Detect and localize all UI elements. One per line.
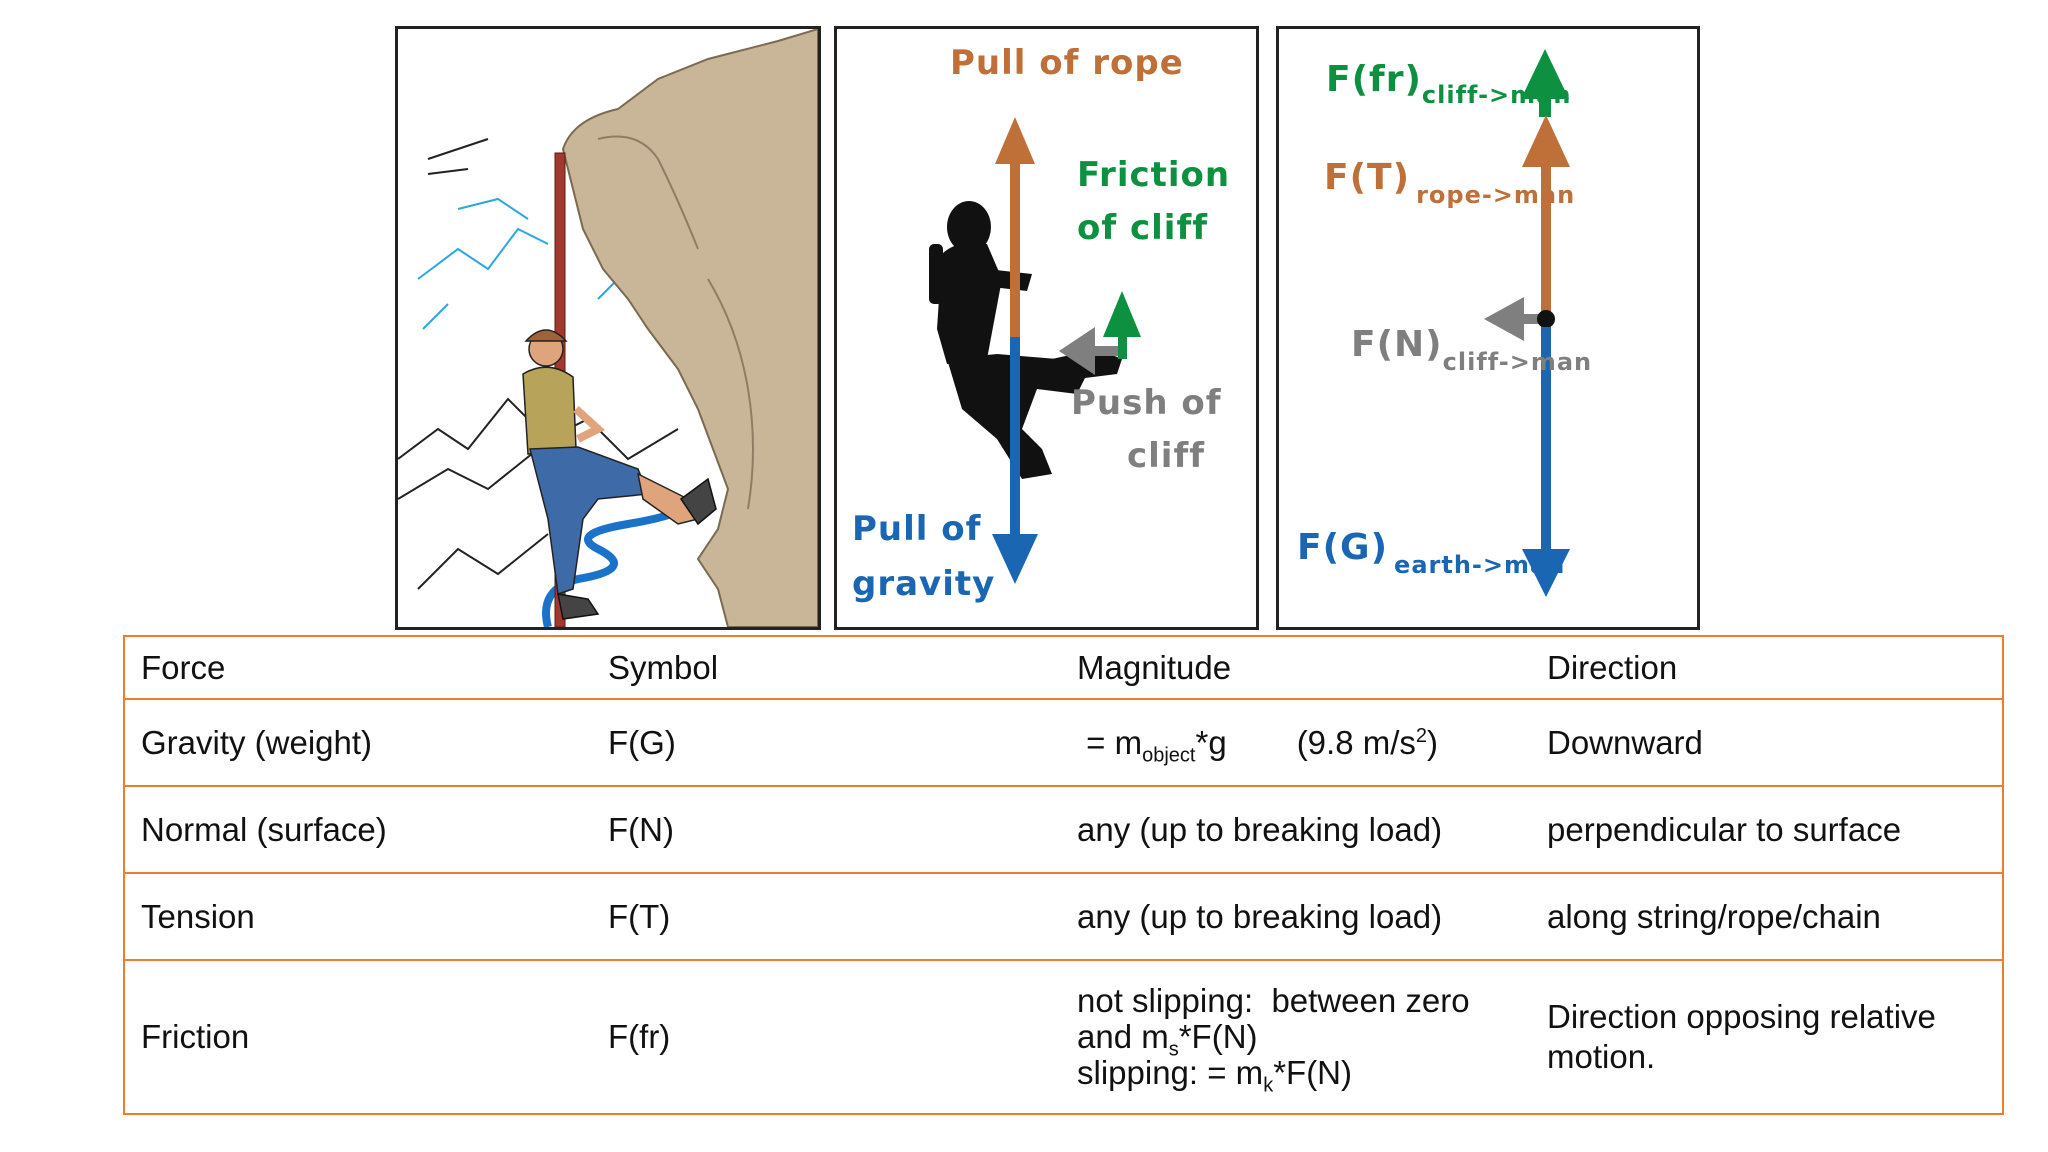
friction-mag3-sub: k (1263, 1074, 1274, 1097)
friction-mag3-b: *F(N) (1273, 1054, 1352, 1092)
gravity-force-arrow (992, 337, 1038, 584)
fn-subscript: cliff->man (1443, 348, 1593, 376)
friction-symbol-cell: F(fr) (592, 959, 1061, 1115)
gravity-force-cell: Gravity (weight) (124, 697, 592, 787)
friction-force-arrow (1103, 291, 1141, 359)
friction-direction-cell: Direction opposing relative motion. (1531, 959, 2003, 1115)
ffr-symbol: F(fr) (1326, 59, 1422, 100)
gravity-magnitude-cell: = mobject*g (9.8 m/s2) (1061, 697, 1531, 787)
pull-of-rope-label: Pull of rope (950, 43, 1184, 83)
friction-label-line2: of cliff (1077, 208, 1208, 248)
push-label-line2: cliff (1127, 436, 1205, 476)
gravity-label-line2: gravity (852, 564, 995, 604)
ffr-subscript: cliff->man (1422, 81, 1572, 109)
table-row-friction: Friction F(fr) not slipping: between zer… (124, 959, 2003, 1115)
ft-symbol: F(T) (1324, 157, 1410, 198)
friction-mag-line2: and ms*F(N) (1077, 1017, 1515, 1059)
ft-subscript: rope->man (1416, 181, 1575, 209)
header-magnitude: Magnitude (1061, 635, 1531, 700)
normal-vector (1484, 297, 1555, 341)
gravity-mag-paren-open: (9.8 m/s (1296, 723, 1416, 761)
header-symbol: Symbol (592, 635, 1061, 700)
gravity-mag-paren-close: ) (1427, 723, 1439, 761)
friction-vector (1521, 49, 1569, 117)
tension-force-cell: Tension (124, 871, 592, 962)
header-direction: Direction (1531, 635, 2003, 700)
tension-magnitude-cell: any (up to breaking load) (1061, 871, 1531, 962)
force-symbols-panel: F(fr)cliff->man F(T)rope->man F(N)cliff-… (1276, 26, 1700, 630)
rope-force-arrow (995, 117, 1035, 339)
friction-magnitude-cell: not slipping: between zero and ms*F(N) s… (1061, 959, 1531, 1115)
push-label-line1: Push of (1071, 383, 1222, 423)
normal-magnitude-cell: any (up to breaking load) (1061, 784, 1531, 874)
friction-mag-line1: not slipping: between zero (1077, 981, 1470, 1019)
forces-table: Force Symbol Magnitude Direction Gravity… (123, 635, 2004, 1115)
normal-symbol-cell: F(N) (592, 784, 1061, 874)
gravity-direction-cell: Downward (1531, 697, 2003, 787)
friction-label-line1: Friction (1077, 155, 1230, 195)
gravity-mag-sup: 2 (1415, 724, 1428, 747)
friction-mag-line3: slipping: = mk*F(N) (1077, 1054, 1515, 1096)
svg-text:F(N)cliff->man: F(N)cliff->man (1351, 324, 1592, 376)
table-row-normal: Normal (surface) F(N) any (up to breakin… (124, 784, 2003, 874)
gravity-vector (1522, 327, 1570, 597)
fg-symbol: F(G) (1297, 527, 1388, 568)
fg-subscript: earth->man (1394, 551, 1565, 579)
normal-force-cell: Normal (surface) (124, 784, 592, 874)
climber-illustration-panel (395, 26, 821, 630)
force-symbols-diagram: F(fr)cliff->man F(T)rope->man F(N)cliff-… (1297, 49, 1592, 597)
gravity-mag-sub: object (1142, 744, 1196, 767)
gravity-label-line1: Pull of (852, 509, 982, 549)
force-labels-panel: Pull of rope Friction of cliff Push of c… (834, 26, 1259, 630)
table-header-row: Force Symbol Magnitude Direction (124, 635, 2003, 700)
friction-mag2-a: and m (1077, 1017, 1169, 1055)
friction-mag2-sub: s (1168, 1038, 1179, 1061)
friction-mag2-b: *F(N) (1178, 1017, 1258, 1055)
force-labels-diagram: Pull of rope Friction of cliff Push of c… (852, 43, 1230, 604)
tension-symbol-cell: F(T) (592, 871, 1061, 962)
normal-direction-cell: perpendicular to surface (1531, 784, 2003, 874)
gravity-mag-prefix: = m (1077, 723, 1143, 761)
friction-mag3-a: slipping: = m (1077, 1054, 1264, 1092)
gravity-mag-mid: *g (1195, 723, 1227, 761)
header-force: Force (124, 635, 592, 700)
table-row-gravity: Gravity (weight) F(G) = mobject*g (9.8 m/… (124, 697, 2003, 787)
cliff-rock (561, 29, 818, 627)
svg-text:F(fr)cliff->man: F(fr)cliff->man (1326, 59, 1571, 109)
tension-vector (1522, 115, 1570, 344)
friction-force-cell: Friction (124, 959, 592, 1115)
climber-figure (522, 329, 717, 620)
fn-symbol: F(N) (1351, 324, 1443, 365)
table-row-tension: Tension F(T) any (up to breaking load) a… (124, 871, 2003, 962)
svg-text:F(G)earth->man: F(G)earth->man (1297, 527, 1565, 579)
climber-illustration (398, 29, 818, 627)
gravity-symbol-cell: F(G) (592, 697, 1061, 787)
svg-text:F(T)rope->man: F(T)rope->man (1324, 157, 1575, 209)
tension-direction-cell: along string/rope/chain (1531, 871, 2003, 962)
push-force-arrow (1059, 327, 1127, 375)
